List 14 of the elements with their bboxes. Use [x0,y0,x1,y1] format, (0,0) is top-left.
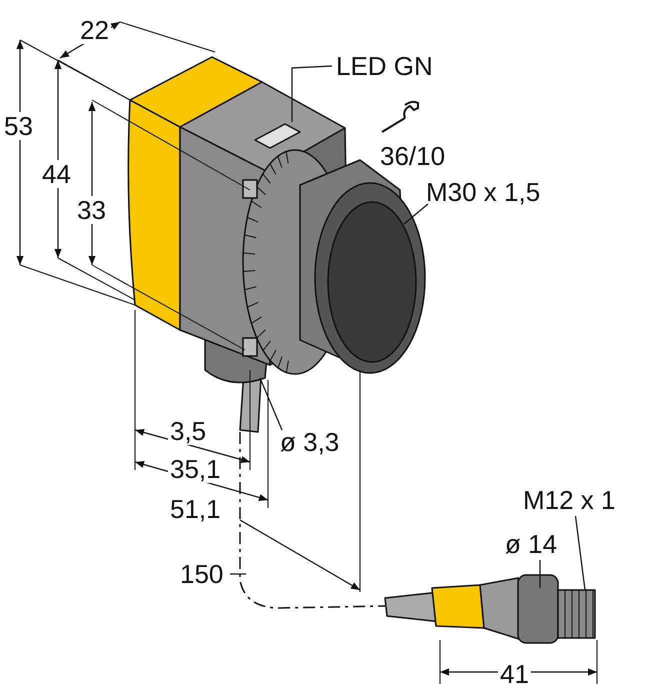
dimension-label: 33 [75,196,108,224]
callout-label: M30 x 1,5 [426,178,540,206]
wrench-size-label: 36/10 [380,142,446,170]
dimension-label: 53 [2,112,35,140]
callout-label: ø 14 [505,530,558,558]
callout-label: ø 3,3 [280,428,340,456]
callout-label: LED GN [336,52,433,80]
leader-line [539,560,541,588]
callout-label: M12 x 1 [523,486,616,514]
leader-line [291,65,332,122]
dimension-label: 44 [40,160,73,188]
leader-line [259,378,283,430]
leader-line [574,516,586,590]
leader-line [404,204,428,224]
